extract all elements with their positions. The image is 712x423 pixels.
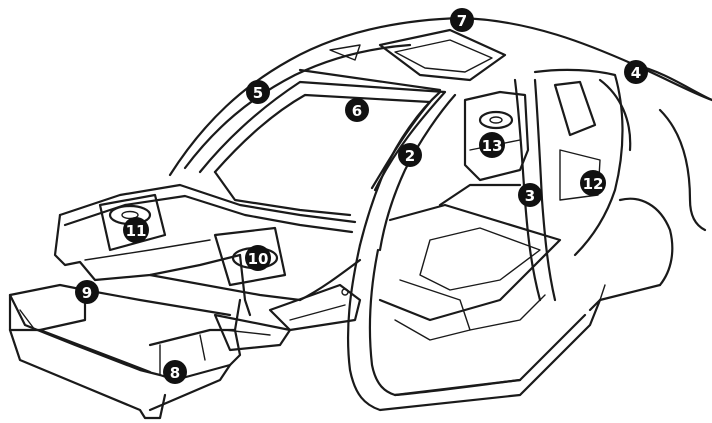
callout-number: 8 xyxy=(170,364,180,382)
callout-badge-11: 11 xyxy=(123,217,149,243)
callout-circle xyxy=(398,143,422,167)
callout-circle xyxy=(75,280,99,304)
callout-circle xyxy=(163,360,187,384)
callout-number: 13 xyxy=(482,137,503,155)
callout-badge-6: 6 xyxy=(345,98,369,122)
callout-circle xyxy=(246,80,270,104)
callout-badge-7: 7 xyxy=(450,8,474,32)
rear-door-opening xyxy=(533,68,632,257)
callout-circle xyxy=(123,217,149,243)
callout-badge-5: 5 xyxy=(246,80,270,104)
a-pillar xyxy=(358,90,457,252)
callout-number: 4 xyxy=(631,64,641,82)
callout-number: 2 xyxy=(405,147,415,165)
front-apron xyxy=(53,213,302,317)
callout-number: 12 xyxy=(583,175,604,193)
callout-badge-12: 12 xyxy=(580,170,606,196)
callout-badge-4: 4 xyxy=(624,60,648,84)
callout-number: 11 xyxy=(126,222,147,240)
rear-quarter-panel xyxy=(588,63,712,312)
callout-badge-3: 3 xyxy=(518,183,542,207)
side-sill xyxy=(346,243,602,412)
callout-number: 6 xyxy=(352,102,362,120)
callout-circle xyxy=(580,170,606,196)
floor-pan xyxy=(378,183,562,341)
callout-number: 9 xyxy=(82,284,92,302)
sunroof-opening xyxy=(298,28,507,92)
callout-number: 3 xyxy=(525,187,535,205)
front-frame-rail xyxy=(83,288,242,412)
callout-badge-10: 10 xyxy=(245,245,271,271)
callout-layer: 2 3 4 5 6 7 8 9 10 11 12 13 xyxy=(75,8,648,384)
callout-circle xyxy=(345,98,369,122)
callout-badge-2: 2 xyxy=(398,143,422,167)
callout-number: 7 xyxy=(457,12,467,30)
callout-circle xyxy=(450,8,474,32)
callout-badge-8: 8 xyxy=(163,360,187,384)
callout-badge-9: 9 xyxy=(75,280,99,304)
callout-circle xyxy=(518,183,542,207)
callout-circle xyxy=(479,132,505,158)
callout-number: 5 xyxy=(253,84,263,102)
callout-badge-13: 13 xyxy=(479,132,505,158)
front-hinge-pillar xyxy=(213,258,362,352)
callout-circle xyxy=(624,60,648,84)
front-bumper-beam xyxy=(8,283,167,420)
callout-number: 10 xyxy=(248,250,269,268)
callout-circle xyxy=(245,245,271,271)
